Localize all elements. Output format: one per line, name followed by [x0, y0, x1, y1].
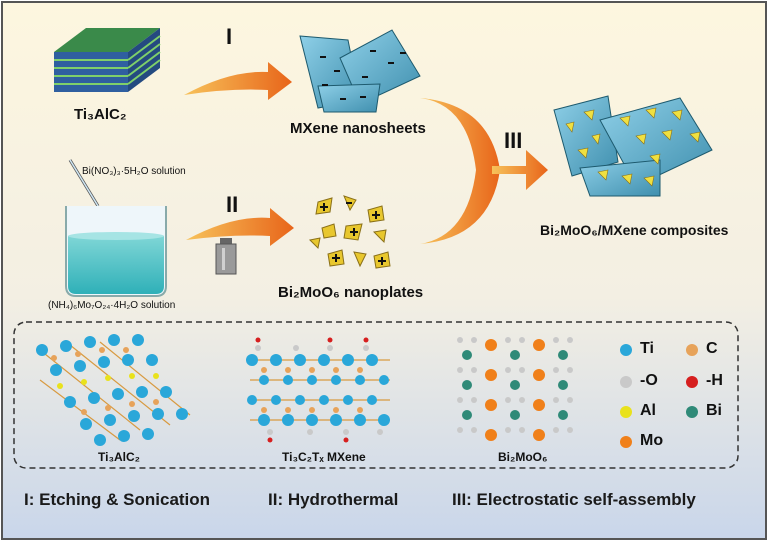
beaker-icon [65, 159, 167, 297]
composite-sheets-icon [553, 95, 713, 197]
step-iii-label: III [504, 128, 523, 153]
bi2moo6-structure-icon [457, 337, 573, 441]
footer-step-i: I: Etching & Sonication [24, 490, 211, 509]
bi-solution-label: Bi(NO₃)₃·5H₂O solution [82, 166, 186, 177]
structures-box [13, 321, 739, 469]
legend-al: Al [640, 402, 656, 419]
composite-label: Bi₂MoO₆/MXene composites [540, 222, 729, 238]
bi2moo6-label: Bi₂MoO₆ nanoplates [278, 284, 424, 301]
ti3alc2-label: Ti₃AlC₂ [74, 106, 127, 123]
structure-bi2moo6-label: Bi₂MoO₆ [498, 450, 548, 464]
mo-dot-icon [620, 436, 632, 448]
o-dot-icon [620, 376, 632, 388]
arrow-ii-icon [186, 208, 294, 246]
bi-dot-icon [686, 406, 698, 418]
structure-ti3alc2-label: Ti₃AlC₂ [98, 450, 140, 464]
al-dot-icon [620, 406, 632, 418]
legend-o: -O [640, 372, 658, 389]
mo-solution-label: (NH₄)₆Mo₇O₂₄·4H₂O solution [48, 300, 176, 311]
ti3alc2-structure-icon [36, 334, 191, 446]
mxene-nanosheets-icon [299, 29, 421, 113]
legend-bi: Bi [706, 402, 722, 419]
arrow-i-icon [184, 62, 292, 100]
ti3alc2-block-icon [54, 28, 161, 92]
legend-h: -H [706, 372, 723, 389]
legend-mo: Mo [640, 432, 664, 449]
footer-step-iii: III: Electrostatic self-assembly [452, 490, 696, 509]
step-ii-label: II [226, 192, 239, 217]
mxene-structure-icon [246, 337, 390, 443]
nanoplate-charges [320, 202, 386, 265]
h-dot-icon [686, 376, 698, 388]
arrow-iii-icon [492, 150, 548, 190]
legend-ti: Ti [640, 340, 654, 357]
mxene-label: MXene nanosheets [290, 120, 426, 137]
ti-dot-icon [620, 344, 632, 356]
merge-bracket-icon [420, 98, 500, 244]
step-i-label: I [226, 24, 233, 49]
structure-mxene-label: Ti₃C₂Tₓ MXene [282, 450, 366, 464]
legend-c: C [706, 340, 718, 357]
autoclave-icon [215, 238, 237, 275]
footer-step-ii: II: Hydrothermal [268, 490, 399, 509]
c-dot-icon [686, 344, 698, 356]
